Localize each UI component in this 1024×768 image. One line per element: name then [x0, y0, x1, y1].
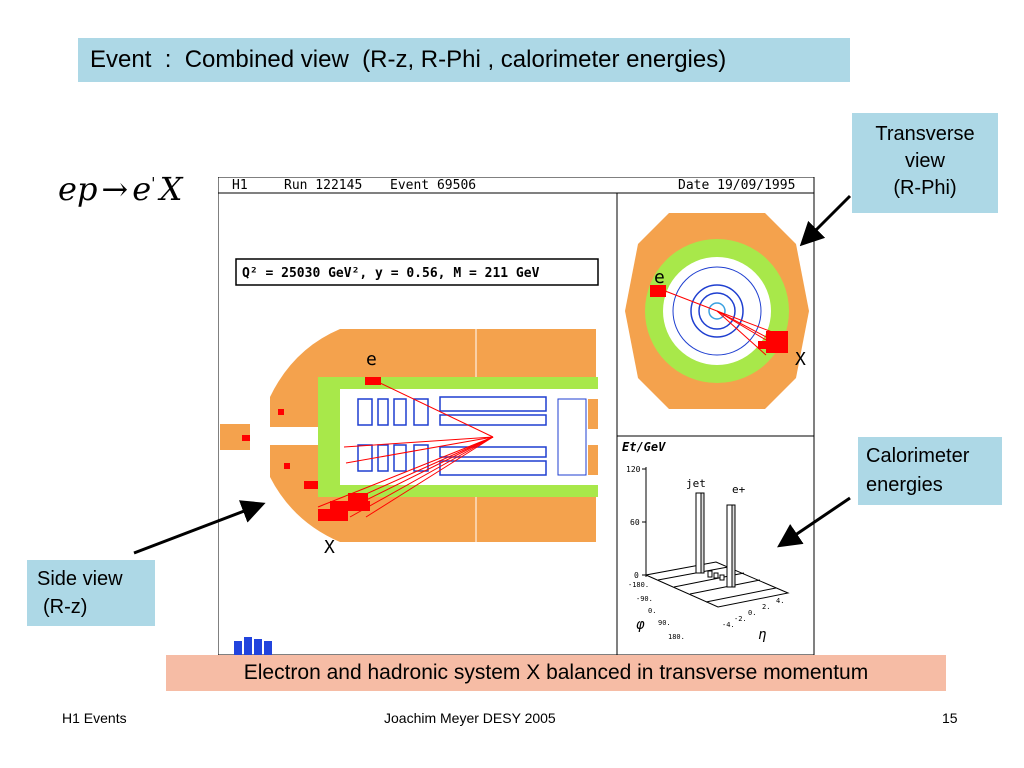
footer-center: Joachim Meyer DESY 2005: [384, 710, 556, 726]
header-run: Run 122145: [284, 178, 362, 193]
calorimeter-line-1: Calorimeter: [866, 445, 970, 467]
lego-grid: [644, 561, 790, 608]
backward-calo-upper: [588, 399, 598, 429]
tracker-chambers: [357, 396, 547, 476]
transverse-line-1: Transverse: [875, 123, 975, 145]
side-energy-deposits: [242, 377, 381, 521]
kinematics-text: Q² = 25030 GeV², y = 0.56, M = 211 GeV: [242, 266, 540, 281]
slide-title: Event : Combined view (R-z, R-Phi , calo…: [78, 38, 850, 82]
h1-logo-fragment: [234, 637, 272, 655]
lego-ytick-60: 60: [630, 518, 640, 527]
backward-detector: [557, 398, 587, 476]
formula-prime: ': [151, 173, 156, 193]
side-view-callout: Side view (R-z): [27, 560, 155, 626]
transverse-view-callout: Transverse view (R-Phi): [852, 113, 998, 213]
lego-eta-tick-3: 0.: [748, 609, 756, 617]
header-event: Event 69506: [390, 178, 476, 193]
calorimeter-lego-plot: Et/GeV 120 60 0 jet e+ -180. -90. 0. 90.: [622, 440, 790, 643]
lego-eta-tick-5: 4.: [776, 597, 784, 605]
transverse-view-rphi: e X: [625, 213, 809, 409]
kinematics-box: [235, 258, 599, 286]
side-view-rz: e X: [220, 329, 598, 558]
lego-towers: [695, 492, 736, 588]
side-electron-label: e: [366, 349, 377, 370]
side-line-2: (R-z): [43, 596, 88, 618]
lego-ytick-120: 120: [626, 465, 641, 474]
arrow-to-lego-plot: [777, 496, 851, 548]
side-line-1: Side view: [37, 568, 123, 590]
lego-phi-tick-3: 0.: [648, 607, 656, 615]
jet-chamber-ring: [690, 284, 744, 338]
transverse-line-3: (R-Phi): [893, 177, 957, 199]
lego-phi-tick-4: 90.: [658, 619, 671, 627]
slide-title-text: Event : Combined view (R-z, R-Phi , calo…: [90, 46, 727, 73]
calorimeter-line-2: energies: [866, 474, 943, 496]
lego-electron-label: e+: [732, 483, 746, 496]
side-hadron-label: X: [324, 537, 335, 558]
formula-system: X: [159, 170, 183, 208]
arrow-to-transverse-view: [799, 194, 852, 247]
lego-ylabel: Et/GeV: [622, 440, 666, 454]
lego-phi-tick-1: -180.: [628, 581, 649, 589]
calorimeter-callout: Calorimeter energies: [858, 437, 1002, 505]
event-display: H1 Run 122145 Event 69506 Date 19/09/199…: [218, 177, 815, 655]
vertex-detector-ring: [708, 302, 726, 320]
formula-particle: e: [132, 170, 152, 208]
inner-chamber-ring: [698, 292, 736, 330]
reaction-formula: ep→e'X: [58, 170, 182, 208]
lego-ytick-0: 0: [634, 571, 639, 580]
outer-tracker-ring: [672, 266, 762, 356]
header-experiment: H1: [232, 178, 248, 193]
lego-phi-label: φ: [636, 617, 645, 633]
lego-eta-tick-2: -2.: [734, 615, 747, 623]
footer-page-number: 15: [942, 710, 958, 726]
summary-banner: Electron and hadronic system X balanced …: [166, 655, 946, 691]
header-date: Date 19/09/1995: [678, 178, 795, 193]
transverse-line-2: view: [904, 150, 945, 172]
transverse-electron-label: e: [654, 267, 665, 288]
arrow-to-side-view: [133, 500, 266, 555]
lego-eta-label: η: [758, 627, 766, 643]
summary-text: Electron and hadronic system X balanced …: [243, 661, 869, 684]
footer-left: H1 Events: [62, 710, 127, 726]
lego-phi-tick-2: -90.: [636, 595, 653, 603]
formula-arrow: →: [101, 170, 129, 208]
lego-jet-label: jet: [686, 477, 706, 490]
inner-detector-region: [340, 389, 598, 485]
transverse-energy-deposits: [650, 285, 788, 353]
backward-calo-lower: [588, 445, 598, 475]
formula-lhs: ep: [58, 170, 98, 208]
transverse-hadron-label: X: [795, 349, 806, 370]
lego-eta-tick-1: -4.: [722, 621, 735, 629]
lego-phi-tick-5: 180.: [668, 633, 685, 641]
transverse-tracks: [659, 288, 781, 356]
lego-eta-tick-4: 2.: [762, 603, 770, 611]
